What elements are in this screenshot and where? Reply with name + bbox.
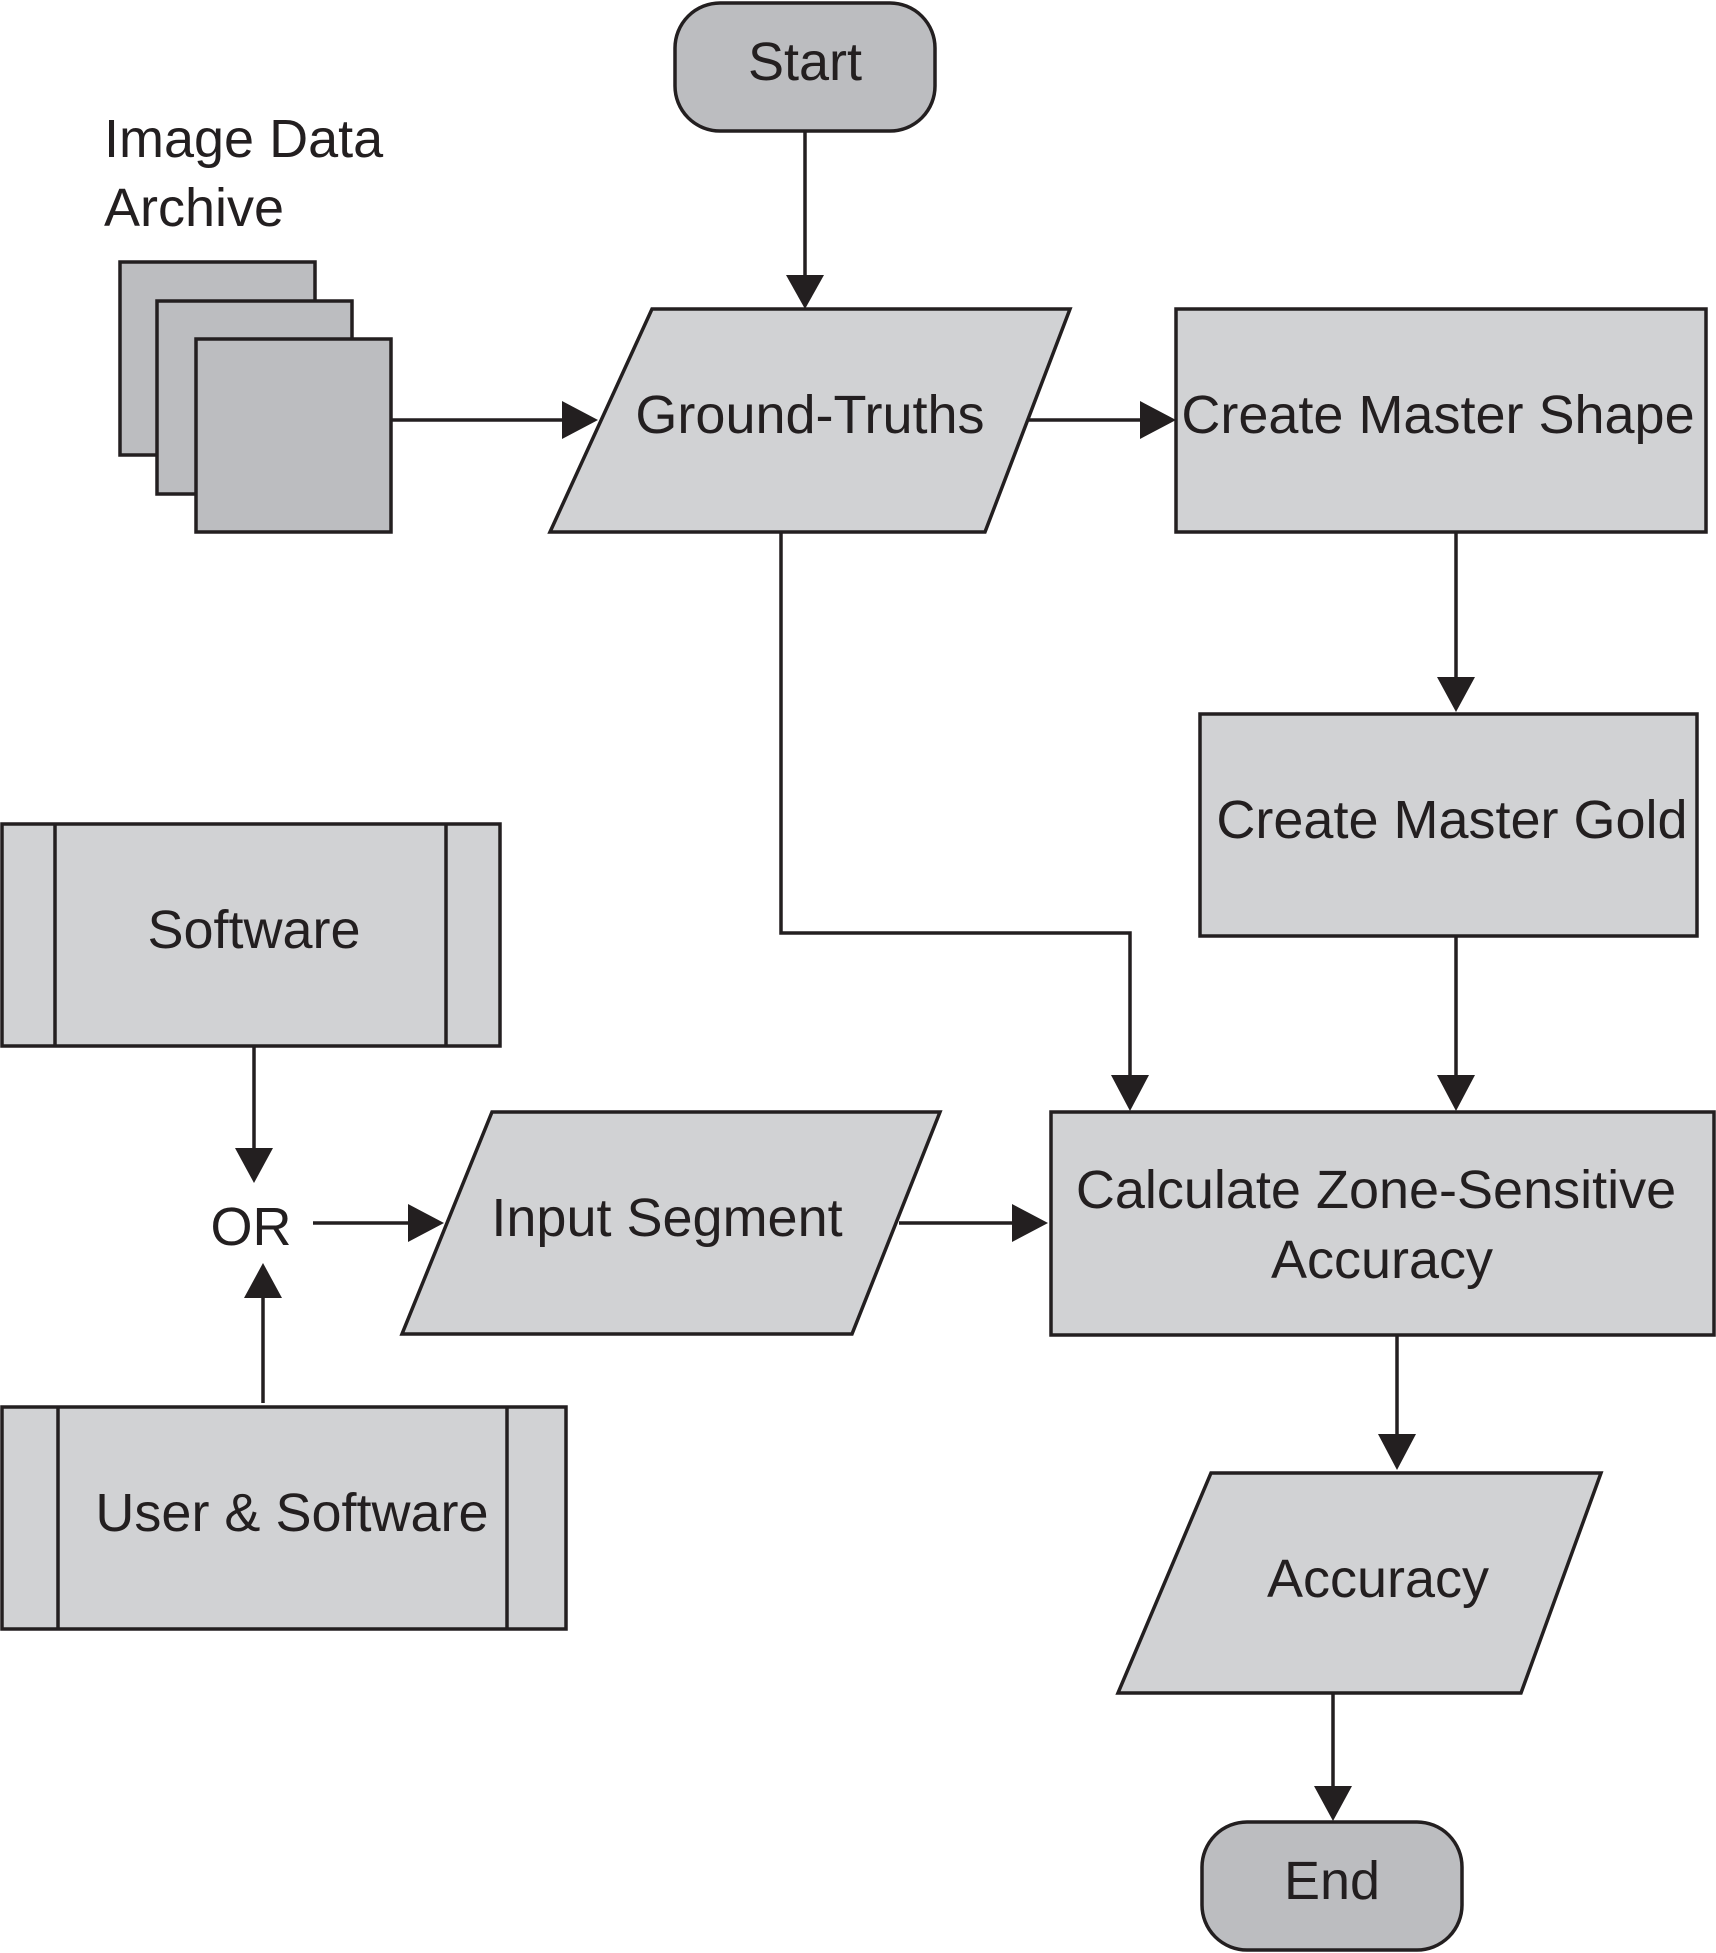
start-terminal: Start [673, 1, 937, 133]
start-label: Start [748, 32, 862, 92]
arrow-groundtruths-to-calculate [779, 532, 1132, 1075]
archive-label-line2: Archive [104, 178, 284, 238]
software-predefined-process: Software [0, 822, 502, 1048]
calculate-accuracy-process: Calculate Zone-Sensitive Accuracy [1049, 1110, 1716, 1337]
accuracy-data: Accuracy [1115, 1471, 1604, 1695]
calculate-label-line1: Calculate Zone-Sensitive [1076, 1160, 1676, 1220]
input-segment-data: Input Segment [399, 1110, 943, 1336]
arrowhead-usersoftware-to-or [244, 1263, 282, 1298]
arrowhead-start-to-groundtruths [786, 275, 824, 309]
create-master-shape-process: Create Master Shape [1174, 307, 1708, 534]
user-software-label: User & Software [95, 1483, 488, 1543]
image-data-archive: Image Data Archive [104, 109, 393, 534]
arrowhead-groundtruths-to-calculate [1111, 1075, 1149, 1111]
arrowhead-accuracy-to-end [1314, 1786, 1352, 1821]
user-software-predefined-process: User & Software [0, 1405, 568, 1631]
arrowhead-software-to-or [235, 1148, 273, 1183]
accuracy-label: Accuracy [1267, 1549, 1489, 1609]
create-master-shape-label: Create Master Shape [1181, 385, 1694, 445]
end-terminal: End [1200, 1820, 1464, 1952]
arrowhead-mastergold-to-calculate [1437, 1075, 1475, 1111]
archive-label-line1: Image Data [104, 109, 384, 169]
input-segment-label: Input Segment [491, 1188, 842, 1248]
arrowhead-or-to-inputsegment [408, 1204, 444, 1242]
arrowhead-mastershape-to-mastergold [1437, 677, 1475, 712]
arrowhead-groundtruths-to-mastershape [1140, 401, 1176, 439]
create-master-gold-process: Create Master Gold [1198, 712, 1699, 938]
arrowhead-archive-to-groundtruths [562, 401, 598, 439]
or-label: OR [211, 1197, 292, 1257]
connectors [235, 132, 1475, 1821]
arrowhead-calculate-to-accuracy [1378, 1434, 1416, 1470]
software-label: Software [147, 900, 360, 960]
ground-truths-label: Ground-Truths [635, 385, 984, 445]
archive-sheet-front [194, 337, 393, 534]
arrowhead-inputsegment-to-calculate [1012, 1204, 1048, 1242]
end-label: End [1284, 1851, 1380, 1911]
ground-truths-data: Ground-Truths [547, 307, 1073, 534]
create-master-gold-label: Create Master Gold [1216, 790, 1687, 850]
calculate-label-line2: Accuracy [1271, 1230, 1493, 1290]
